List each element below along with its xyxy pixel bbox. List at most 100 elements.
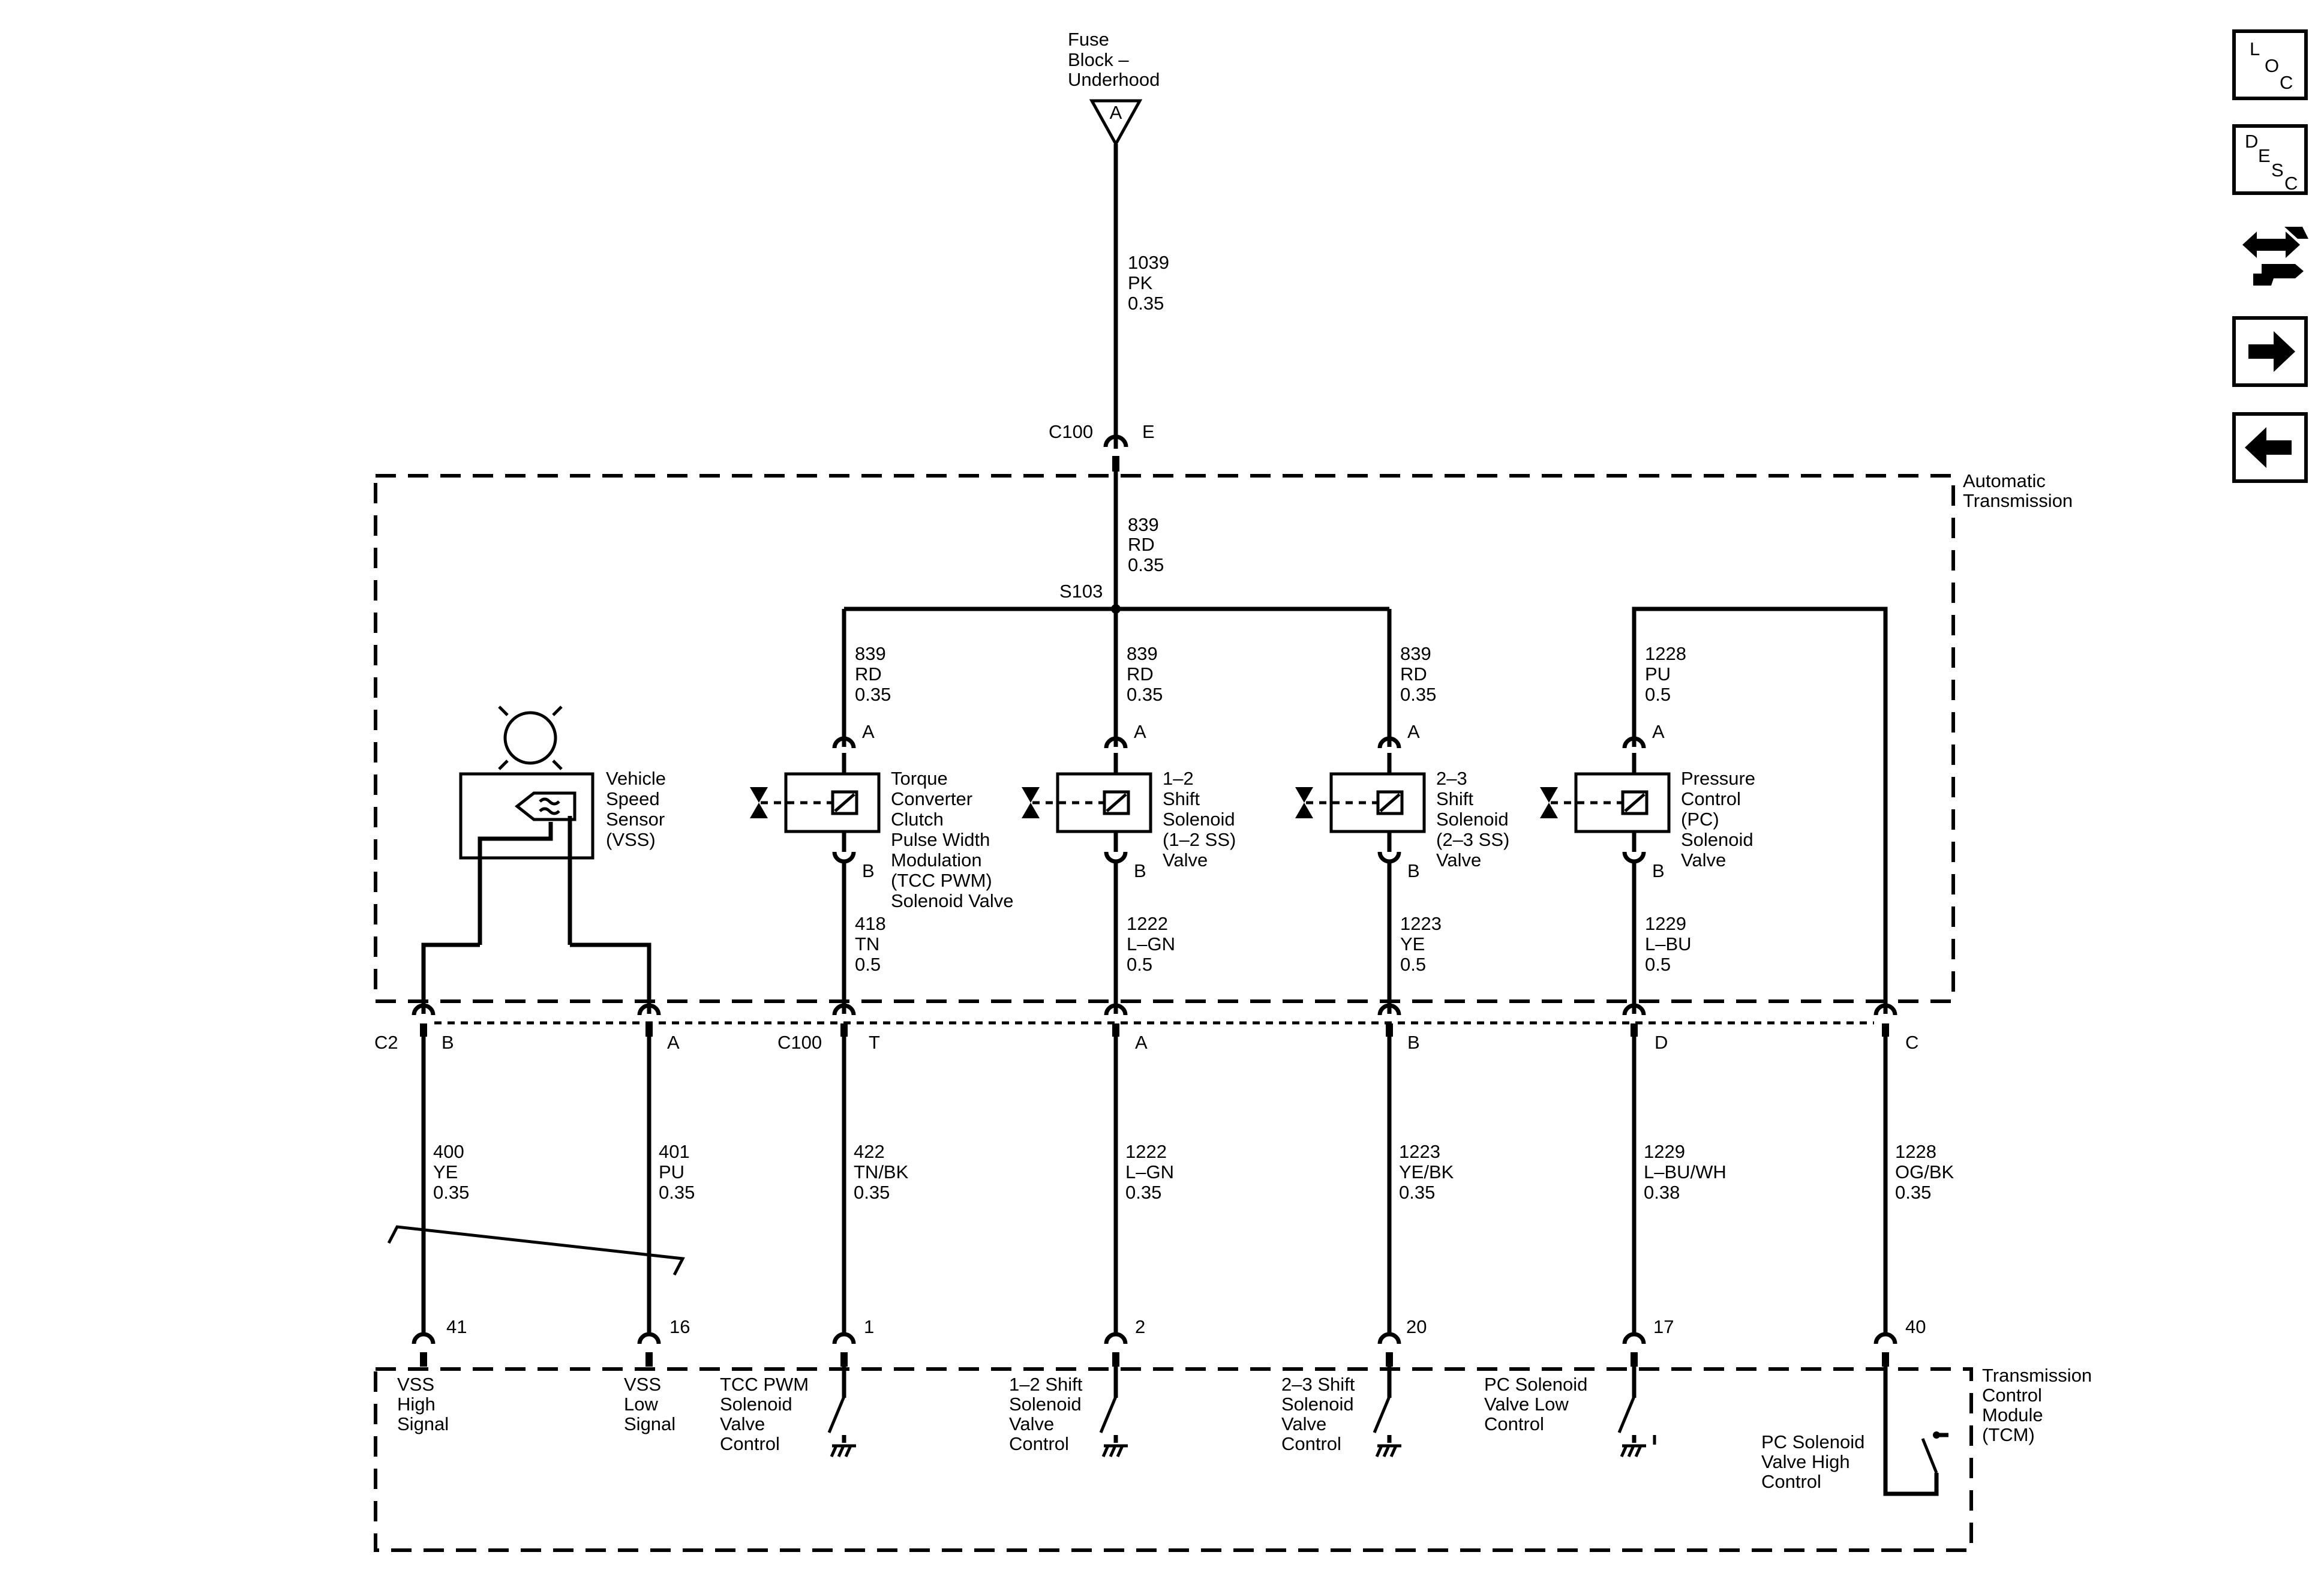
tcm-label-text: Solenoid bbox=[720, 1394, 792, 1415]
lower-wire-size: 0.35 bbox=[1895, 1182, 1931, 1203]
automatic-transmission-label-1: Automatic bbox=[1963, 470, 2046, 491]
conn-arc-icon bbox=[1622, 1003, 1646, 1016]
lower-wire-color: YE bbox=[433, 1161, 458, 1182]
main-wire-size: 0.35 bbox=[1128, 554, 1164, 575]
sol-label-4: (1–2 SS) bbox=[1163, 829, 1236, 850]
conn-pin-icon bbox=[840, 1023, 848, 1037]
main-wire-circuit: 839 bbox=[1128, 514, 1159, 535]
sol-wire-top-size: 0.5 bbox=[1645, 684, 1671, 705]
sensor-magnet-icon bbox=[503, 711, 557, 765]
tcm-label-text: Solenoid bbox=[1009, 1394, 1082, 1415]
sol-pin-b: B bbox=[1652, 860, 1665, 881]
tcm-arc-icon bbox=[1104, 1332, 1128, 1344]
lower-wire-color: PU bbox=[659, 1161, 684, 1182]
double-arrow-icon bbox=[2242, 232, 2300, 258]
coil-slash-icon bbox=[1624, 793, 1646, 812]
desc-letter: C bbox=[2284, 173, 2298, 194]
pin-a-arc-icon bbox=[1377, 736, 1401, 749]
tcm-label-text: Valve High bbox=[1761, 1451, 1850, 1472]
sol-label-5: Valve bbox=[1681, 849, 1726, 870]
tcm-pin-number: 40 bbox=[1905, 1316, 1926, 1337]
tcm-label-text: PC Solenoid bbox=[1484, 1374, 1587, 1395]
coil-icon bbox=[1376, 790, 1404, 815]
lower-wire-size: 0.35 bbox=[1125, 1182, 1161, 1203]
tcm-pin-number: 16 bbox=[669, 1316, 690, 1337]
ground-icon bbox=[830, 1444, 856, 1458]
shift-solenoid-1-2: 839 RD 0.35 A B 1222 L–GN 0.5 1–2 Shift … bbox=[1022, 609, 1236, 1014]
pin-a-arc-icon bbox=[1622, 736, 1646, 749]
sol-wire-top-color: RD bbox=[1400, 664, 1427, 685]
sol-label-2: Shift bbox=[1436, 788, 1473, 809]
desc-letter: E bbox=[2258, 145, 2271, 166]
next-page-button[interactable] bbox=[2232, 316, 2308, 387]
pressure-control-solenoid: 1228 PU 0.5 A B 1229 L–BU 0.5 Pressure C… bbox=[1540, 643, 1755, 1014]
sol-wire-bottom-circuit: 418 bbox=[855, 913, 886, 934]
coil-icon bbox=[1103, 790, 1130, 815]
description-button-frame bbox=[2232, 124, 2308, 195]
tcm-pin-number: 2 bbox=[1135, 1316, 1145, 1337]
c2-label: C2 bbox=[374, 1032, 398, 1053]
tcm-label-text: Control bbox=[1761, 1471, 1821, 1492]
tcm-label-text: 2–3 Shift bbox=[1281, 1374, 1355, 1395]
conn-arc-icon bbox=[412, 1003, 436, 1016]
feed-wire-circuit: 1039 bbox=[1128, 252, 1169, 273]
sol-wire-top-circuit: 1228 bbox=[1645, 643, 1686, 664]
tcm-label-text: Valve bbox=[1281, 1413, 1326, 1434]
sol-pin-a: A bbox=[1134, 721, 1146, 742]
tcm-pin-icon bbox=[1112, 1352, 1119, 1367]
sol-wire-bottom-circuit: 1222 bbox=[1127, 913, 1168, 934]
tcm-label-text: Solenoid bbox=[1281, 1394, 1354, 1415]
tcm-label-text: High bbox=[397, 1394, 436, 1415]
conn-pin-label: C bbox=[1905, 1032, 1918, 1053]
lower-wire-color: TN/BK bbox=[854, 1161, 909, 1182]
twisted-pair-icon bbox=[387, 1225, 685, 1276]
tcm-arc-icon bbox=[412, 1332, 436, 1344]
previous-page-button[interactable] bbox=[2232, 412, 2308, 483]
connector-end-view-button[interactable] bbox=[2242, 227, 2308, 286]
conn-arc-icon bbox=[1104, 1003, 1128, 1016]
conn-pin-label: B bbox=[1407, 1032, 1420, 1053]
conn-pin-label: A bbox=[667, 1032, 680, 1053]
conn-arc-icon bbox=[1873, 1003, 1897, 1016]
tcm-pin-number: 20 bbox=[1406, 1316, 1427, 1337]
c100-top-label: C100 bbox=[1049, 421, 1093, 442]
description-button[interactable]: D E S C bbox=[2232, 124, 2308, 195]
sol-wire-top-color: PU bbox=[1645, 664, 1671, 685]
connector-row-pins: B A T A B D C bbox=[412, 1003, 1918, 1053]
location-button[interactable]: L O C bbox=[2232, 29, 2308, 100]
tcc-pwm-solenoid: 839 RD 0.35 A B 418 TN 0.5 Torque Conver… bbox=[750, 609, 1014, 1014]
sol-wire-top-size: 0.35 bbox=[1127, 684, 1163, 705]
arrow-left-icon bbox=[2245, 427, 2292, 468]
coil-slash-icon bbox=[1379, 793, 1401, 812]
wrench-icon bbox=[2253, 264, 2304, 286]
conn-pin-label: A bbox=[1135, 1032, 1148, 1053]
lower-wire-circuit: 1229 bbox=[1644, 1141, 1685, 1162]
sol-wire-top-color: RD bbox=[1127, 664, 1154, 685]
sol-label-4: Solenoid bbox=[1681, 829, 1753, 850]
sol-label-4: Pulse Width bbox=[891, 829, 990, 850]
tcm-pin-number: 41 bbox=[446, 1316, 467, 1337]
pin-a-arc-icon bbox=[832, 736, 856, 749]
pin-a-arc-icon bbox=[1104, 736, 1128, 749]
sol-wire-bottom-circuit: 1223 bbox=[1400, 913, 1442, 934]
sol-label-1: Torque bbox=[891, 768, 948, 789]
sensor-body bbox=[459, 772, 594, 860]
tcm-pin-icon bbox=[645, 1352, 653, 1367]
arrow-right-icon bbox=[2248, 331, 2295, 372]
sol-pin-b: B bbox=[1134, 860, 1146, 881]
valve-icon bbox=[1022, 787, 1040, 818]
vss-label-2: Speed bbox=[606, 788, 660, 809]
sol-label-2: Control bbox=[1681, 788, 1741, 809]
sensor-tick-icon bbox=[552, 760, 563, 770]
tcm-label-text: Signal bbox=[624, 1413, 675, 1434]
tcm-labels: VSS High Signal VSS Low Signal TCC PWM S… bbox=[397, 1374, 1864, 1492]
pin-b-arc-icon bbox=[1104, 851, 1128, 864]
lower-wire-circuit: 1222 bbox=[1125, 1141, 1167, 1162]
vss-wire-401-upper bbox=[570, 942, 651, 1014]
tcm-internal-switches bbox=[827, 1367, 1948, 1496]
sensor-tick-icon bbox=[498, 706, 509, 716]
fuse-triangle-icon bbox=[1089, 99, 1143, 148]
feed-wire-color: PK bbox=[1128, 272, 1153, 293]
sol-label-2: Converter bbox=[891, 788, 972, 809]
